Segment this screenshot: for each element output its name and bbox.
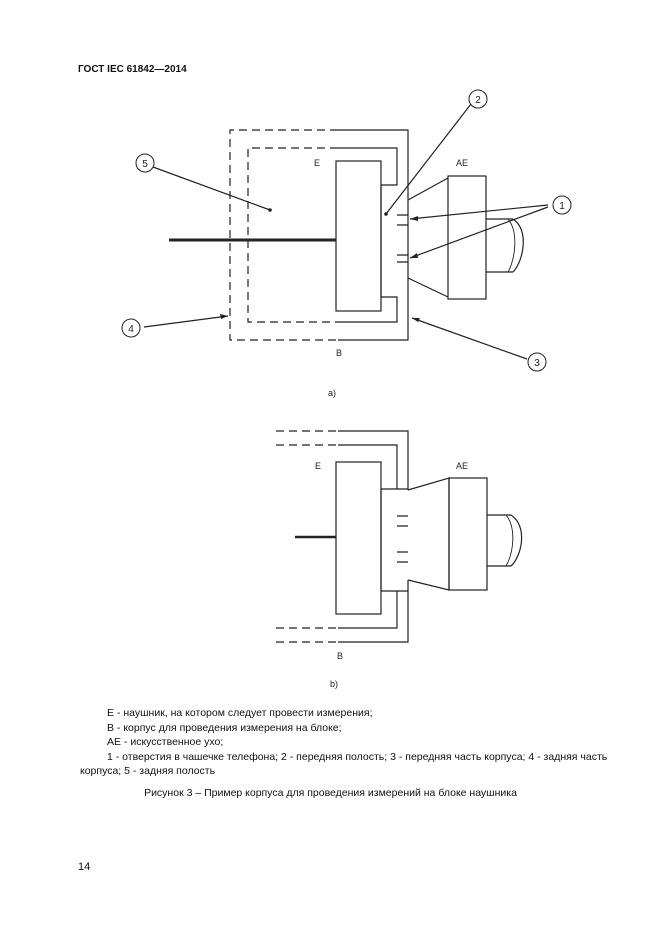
- callout-3: 3: [534, 358, 540, 369]
- label-AE-b: AE: [456, 461, 468, 471]
- label-E-a: E: [314, 158, 320, 168]
- callout-1: 1: [559, 201, 565, 212]
- label-AE-a: AE: [456, 158, 468, 168]
- callout-4: 4: [128, 324, 134, 335]
- callout-2: 2: [475, 95, 481, 106]
- sublabel-a: a): [328, 388, 336, 398]
- legend-line-1: E - наушник, на котором следует провести…: [107, 707, 373, 719]
- legend-line-2: B - корпус для проведения измерения на б…: [107, 721, 342, 734]
- legend-line-3: AE - искусственное ухо;: [107, 736, 224, 748]
- figure-caption: Рисунок 3 – Пример корпуса для проведени…: [144, 787, 517, 799]
- legend-line-4: 1 - отверстия в чашечке телефона; 2 - пе…: [80, 750, 608, 778]
- label-B-b: B: [337, 651, 343, 661]
- document-header: ГОСТ IEC 61842—2014: [78, 64, 187, 75]
- label-B-a: B: [336, 348, 342, 358]
- label-E-b: E: [315, 461, 321, 471]
- callout-5: 5: [142, 159, 148, 170]
- page-number: 14: [78, 861, 91, 873]
- figure-legend: E - наушник, на котором следует провести…: [80, 706, 620, 779]
- sublabel-b: b): [330, 679, 338, 689]
